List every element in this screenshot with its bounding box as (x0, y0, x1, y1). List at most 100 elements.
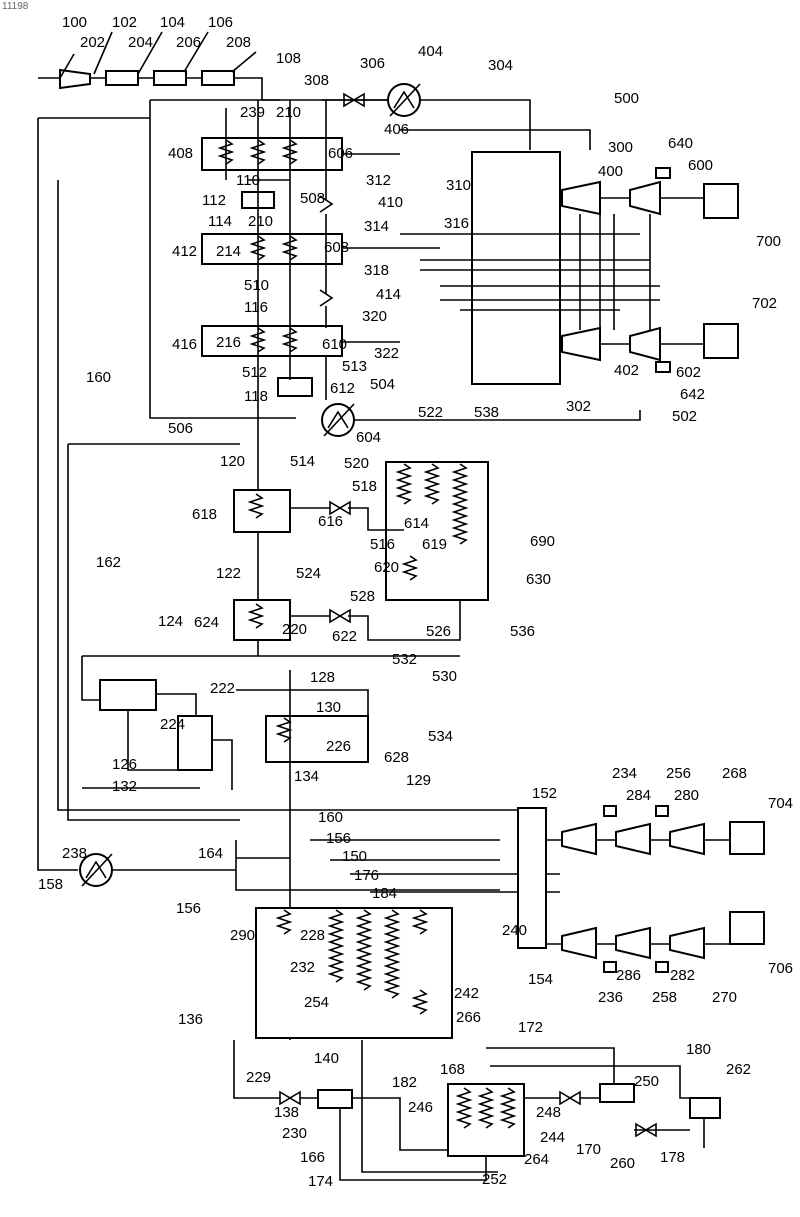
reference-label: 134 (294, 768, 319, 785)
reference-label: 178 (660, 1149, 685, 1166)
reference-label: 410 (378, 194, 403, 211)
reference-label: 302 (566, 398, 591, 415)
reference-label: 260 (610, 1155, 635, 1172)
reference-label: 600 (688, 157, 713, 174)
reference-label: 616 (318, 513, 343, 530)
reference-label: 162 (96, 554, 121, 571)
turbine-block-lower (490, 806, 764, 972)
reference-label: 532 (392, 651, 417, 668)
reference-label: 156 (176, 900, 201, 917)
reference-label: 614 (404, 515, 429, 532)
reference-label: 404 (418, 43, 443, 60)
reference-label: 176 (354, 867, 379, 884)
reference-label: 504 (370, 376, 395, 393)
reference-label: 510 (244, 277, 269, 294)
reference-label: 244 (540, 1129, 565, 1146)
heat-exchanger-lower (236, 840, 560, 1038)
reference-label: 304 (488, 57, 513, 74)
reference-label: 158 (38, 876, 63, 893)
reference-label: 256 (666, 765, 691, 782)
reference-label: 612 (330, 380, 355, 397)
reference-label: 250 (634, 1073, 659, 1090)
reference-label: 220 (282, 621, 307, 638)
reference-label: 402 (614, 362, 639, 379)
reference-label: 700 (756, 233, 781, 250)
reference-label: 619 (422, 536, 447, 553)
reference-label: 508 (300, 190, 325, 207)
reference-label: 524 (296, 565, 321, 582)
reference-label: 102 (112, 14, 137, 31)
reference-label: 690 (530, 533, 555, 550)
reference-label: 506 (168, 420, 193, 437)
reference-label: 414 (376, 286, 401, 303)
reference-label: 628 (384, 749, 409, 766)
reference-label: 500 (614, 90, 639, 107)
reference-label: 262 (726, 1061, 751, 1078)
reference-label: 222 (210, 680, 235, 697)
reference-label: 290 (230, 927, 255, 944)
reference-label: 526 (426, 623, 451, 640)
reference-label: 182 (392, 1074, 417, 1091)
reference-label: 270 (712, 989, 737, 1006)
reference-label: 314 (364, 218, 389, 235)
reference-label: 624 (194, 614, 219, 631)
reference-label: 266 (456, 1009, 481, 1026)
reference-label: 300 (608, 139, 633, 156)
reference-label: 318 (364, 262, 389, 279)
reference-label: 166 (300, 1149, 325, 1166)
reference-label: 184 (372, 885, 397, 902)
reference-label: 530 (432, 668, 457, 685)
reference-label: 224 (160, 716, 185, 733)
reference-label: 164 (198, 845, 223, 862)
reference-label: 408 (168, 145, 193, 162)
reference-label: 604 (356, 429, 381, 446)
reference-label: 706 (768, 960, 793, 977)
reference-label: 536 (510, 623, 535, 640)
reference-label: 242 (454, 985, 479, 1002)
reference-label: 320 (362, 308, 387, 325)
reference-label: 310 (446, 177, 471, 194)
reference-label: 152 (532, 785, 557, 802)
reference-label: 516 (370, 536, 395, 553)
reference-label: 239 (240, 104, 265, 121)
reference-label: 520 (344, 455, 369, 472)
reference-label: 150 (342, 848, 367, 865)
reference-label: 136 (178, 1011, 203, 1028)
reference-label: 268 (722, 765, 747, 782)
reference-label: 129 (406, 772, 431, 789)
reference-label: 284 (626, 787, 651, 804)
reference-label: 416 (172, 336, 197, 353)
reference-label: 232 (290, 959, 315, 976)
reference-label: 322 (374, 345, 399, 362)
reference-label: 502 (672, 408, 697, 425)
reference-label: 229 (246, 1069, 271, 1086)
reference-label: 306 (360, 55, 385, 72)
reference-label: 630 (526, 571, 551, 588)
reference-label: 114 (208, 213, 232, 230)
reference-label: 216 (216, 334, 241, 351)
reference-label: 264 (524, 1151, 549, 1168)
reference-label: 180 (686, 1041, 711, 1058)
reference-label: 512 (242, 364, 267, 381)
reference-label: 106 (208, 14, 233, 31)
reference-label: 204 (128, 34, 153, 51)
reference-label: 312 (366, 172, 391, 189)
reference-label: 308 (304, 72, 329, 89)
reference-label: 316 (444, 215, 469, 232)
reference-label: 412 (172, 243, 197, 260)
reference-label: 280 (674, 787, 699, 804)
reference-label: 210 (248, 213, 273, 230)
reference-label: 168 (440, 1061, 465, 1078)
reference-label: 122 (216, 565, 241, 582)
reference-label: 202 (80, 34, 105, 51)
reference-label: 236 (598, 989, 623, 1006)
reference-label: 620 (374, 559, 399, 576)
reference-label: 610 (322, 336, 347, 353)
reference-label: 226 (326, 738, 351, 755)
reference-label: 522 (418, 404, 443, 421)
reference-label: 154 (528, 971, 553, 988)
reference-label: 248 (536, 1104, 561, 1121)
reference-label: 108 (276, 50, 301, 67)
reference-label: 210 (276, 104, 301, 121)
